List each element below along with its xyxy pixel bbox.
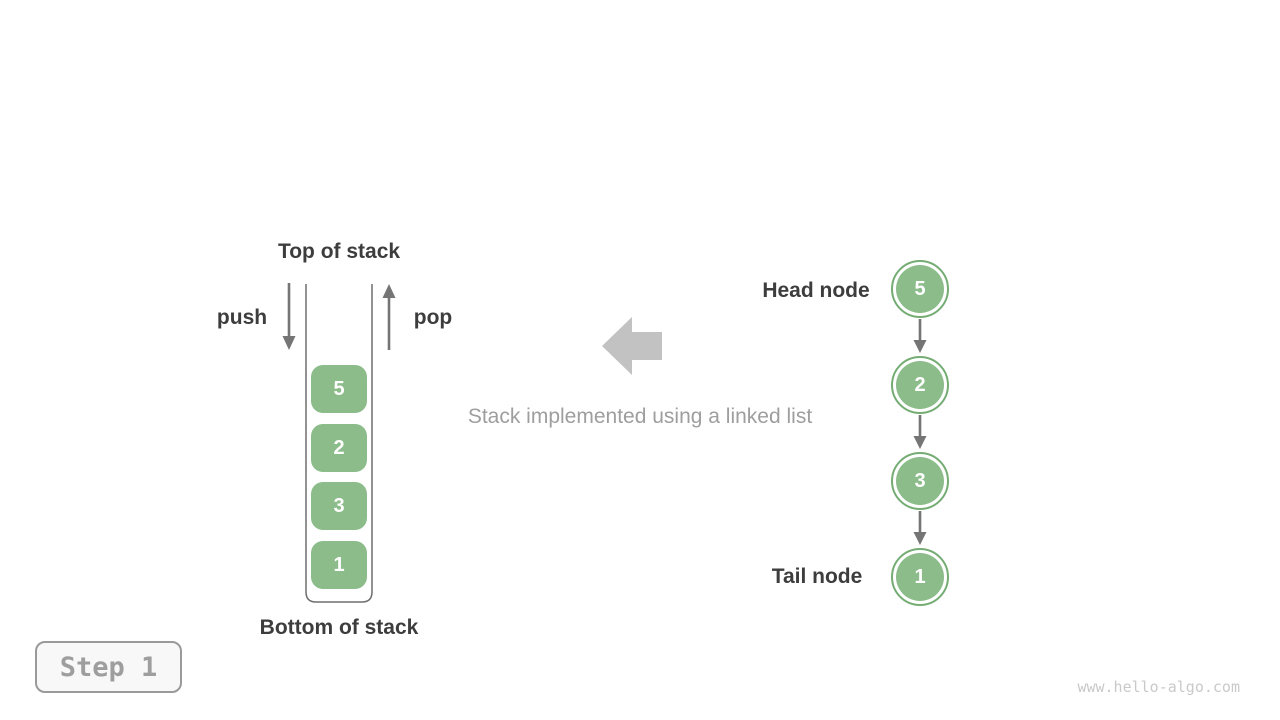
stack-item: 2 (311, 424, 367, 472)
pop-arrow-icon (382, 284, 396, 350)
step-badge-label: Step 1 (59, 651, 158, 683)
caption-text: Stack implemented using a linked list (467, 405, 813, 428)
watermark-text: www.hello-algo.com (1077, 678, 1240, 696)
list-node-value: 2 (896, 361, 944, 409)
list-node-value: 1 (896, 553, 944, 601)
step-badge: Step 1 (35, 641, 182, 693)
list-node: 1 (891, 548, 949, 606)
left-block-arrow-icon (602, 317, 662, 375)
pop-label: pop (413, 306, 453, 329)
stack-item: 3 (311, 482, 367, 530)
bottom-of-stack-label: Bottom of stack (259, 616, 419, 639)
link-arrow-icon (913, 319, 927, 353)
head-node-label: Head node (762, 279, 870, 302)
list-node: 5 (891, 260, 949, 318)
stack-item: 5 (311, 365, 367, 413)
link-arrow-icon (913, 511, 927, 545)
list-node: 3 (891, 452, 949, 510)
stack-item: 1 (311, 541, 367, 589)
list-node-value: 3 (896, 457, 944, 505)
tail-node-label: Tail node (771, 565, 863, 588)
link-arrow-icon (913, 415, 927, 449)
push-arrow-icon (282, 283, 296, 350)
push-label: push (216, 306, 268, 329)
list-node: 2 (891, 356, 949, 414)
list-node-value: 5 (896, 265, 944, 313)
top-of-stack-label: Top of stack (277, 240, 401, 263)
